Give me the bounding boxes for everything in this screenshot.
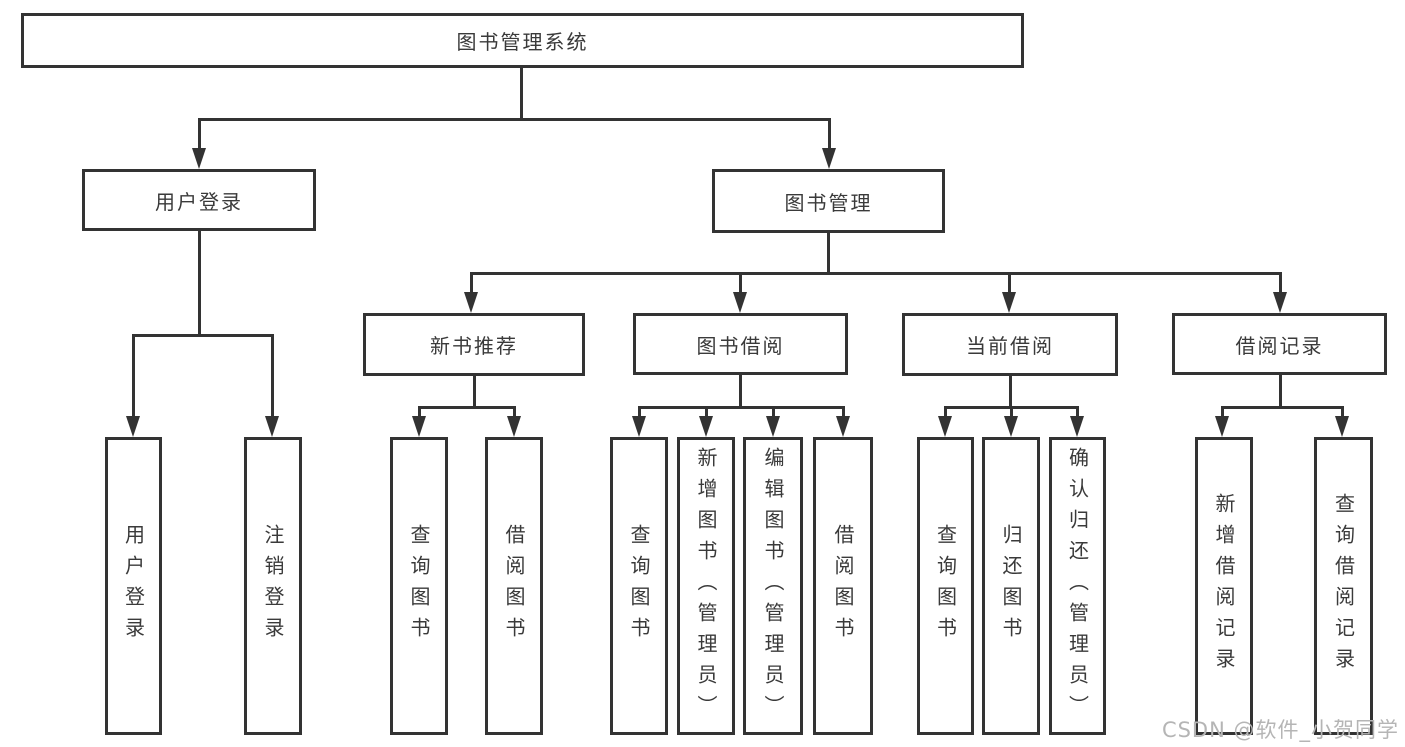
connector-borrowing-bar	[638, 406, 845, 409]
connector-records-shaft-2	[1341, 406, 1344, 420]
arrow-down-icon	[1004, 416, 1018, 437]
arrow-down-icon	[733, 292, 747, 313]
connector-borrowing-shaft-2	[705, 406, 708, 420]
node-new-book-recommend-label: 新书推荐	[430, 334, 518, 358]
node-borrowing-records: 借阅记录	[1172, 313, 1387, 375]
connector-borrowing-shaft-3	[772, 406, 775, 420]
connector-current-shaft-2	[1010, 406, 1013, 420]
leaf-add-borrow-record-label: 新增借阅记录	[1212, 493, 1236, 679]
leaf-edit-book-admin-label: 编辑图书（管理员）	[761, 446, 785, 726]
leaf-query-books-current: 查询图书	[917, 437, 974, 735]
arrow-down-icon	[766, 416, 780, 437]
arrow-down-icon	[699, 416, 713, 437]
connector-newbook-shaft-1	[418, 406, 421, 420]
arrow-down-icon	[1002, 292, 1016, 313]
leaf-borrow-books-recommend-label: 借阅图书	[502, 524, 526, 648]
leaf-confirm-return-admin: 确认归还（管理员）	[1049, 437, 1106, 735]
arrow-down-icon	[412, 416, 426, 437]
connector-newbook-shaft-2	[513, 406, 516, 420]
leaf-logout-label: 注销登录	[261, 524, 285, 648]
leaf-user-login: 用户登录	[105, 437, 162, 735]
connector-current-stem	[1009, 376, 1012, 409]
leaf-return-book: 归还图书	[982, 437, 1040, 735]
connector-newbook-stem	[473, 376, 476, 409]
connector-root-stem	[520, 68, 523, 121]
connector-userlogin-bar	[132, 334, 274, 337]
node-current-borrowing: 当前借阅	[902, 313, 1118, 376]
connector-borrowing-stem	[739, 375, 742, 409]
node-book-borrowing: 图书借阅	[633, 313, 848, 375]
leaf-query-borrow-record: 查询借阅记录	[1314, 437, 1373, 735]
connector-current-shaft-3	[1076, 406, 1079, 420]
leaf-borrow-books-borrowing: 借阅图书	[813, 437, 873, 735]
arrow-down-icon	[632, 416, 646, 437]
node-user-login-label: 用户登录	[155, 189, 243, 214]
connector-bookmgmt-shaft-3	[1008, 272, 1011, 296]
connector-borrowing-shaft-1	[638, 406, 641, 420]
arrow-down-icon	[1215, 416, 1229, 437]
arrow-down-icon	[192, 148, 206, 169]
leaf-borrow-books-recommend: 借阅图书	[485, 437, 543, 735]
connector-userlogin-shaft-1	[132, 334, 135, 419]
leaf-logout: 注销登录	[244, 437, 302, 735]
leaf-add-borrow-record: 新增借阅记录	[1195, 437, 1253, 735]
connector-bookmgmt-stem	[827, 233, 830, 275]
node-borrowing-records-label: 借阅记录	[1235, 333, 1324, 358]
leaf-query-books-recommend-label: 查询图书	[407, 524, 431, 648]
node-new-book-recommend: 新书推荐	[363, 313, 585, 376]
csdn-watermark: CSDN @软件_小贺同学	[1161, 718, 1399, 742]
node-root-label: 图书管理系统	[456, 30, 589, 54]
node-root: 图书管理系统	[21, 13, 1024, 68]
connector-root-bar	[198, 118, 831, 121]
connector-userlogin-stem	[198, 231, 201, 337]
leaf-confirm-return-admin-label: 确认归还（管理员）	[1065, 446, 1090, 726]
arrow-down-icon	[1335, 416, 1349, 437]
arrow-down-icon	[464, 292, 478, 313]
leaf-add-book-admin: 新增图书（管理员）	[677, 437, 735, 735]
leaf-query-books-borrowing-label: 查询图书	[627, 524, 651, 648]
leaf-return-book-label: 归还图书	[999, 524, 1023, 648]
leaf-edit-book-admin: 编辑图书（管理员）	[743, 437, 803, 735]
arrow-down-icon	[126, 416, 140, 437]
connector-bookmgmt-shaft-4	[1279, 272, 1282, 296]
connector-root-left-shaft	[198, 118, 201, 152]
arrow-down-icon	[1070, 416, 1084, 437]
leaf-query-borrow-record-label: 查询借阅记录	[1331, 493, 1356, 679]
arrow-down-icon	[265, 416, 279, 437]
arrow-down-icon	[836, 416, 850, 437]
connector-records-bar	[1221, 406, 1344, 409]
leaf-user-login-label: 用户登录	[121, 524, 146, 648]
node-book-borrowing-label: 图书借阅	[696, 333, 785, 358]
arrow-down-icon	[938, 416, 952, 437]
connector-records-stem	[1279, 375, 1282, 409]
connector-userlogin-shaft-2	[271, 334, 274, 419]
connector-bookmgmt-shaft-2	[739, 272, 742, 296]
leaf-borrow-books-borrowing-label: 借阅图书	[831, 524, 855, 648]
arrow-down-icon	[507, 416, 521, 437]
connector-borrowing-shaft-4	[842, 406, 845, 420]
arrow-down-icon	[1273, 292, 1287, 313]
leaf-query-books-recommend: 查询图书	[390, 437, 448, 735]
node-current-borrowing-label: 当前借阅	[966, 334, 1054, 358]
connector-current-shaft-1	[944, 406, 947, 420]
connector-root-right-shaft	[828, 118, 831, 152]
leaf-query-books-borrowing: 查询图书	[610, 437, 668, 735]
node-book-management: 图书管理	[712, 169, 945, 233]
leaf-query-books-current-label: 查询图书	[933, 524, 958, 648]
connector-records-shaft-1	[1221, 406, 1224, 420]
node-book-management-label: 图书管理	[784, 190, 873, 215]
leaf-add-book-admin-label: 新增图书（管理员）	[694, 446, 718, 726]
connector-bookmgmt-shaft-1	[470, 272, 473, 296]
arrow-down-icon	[822, 148, 836, 169]
connector-bookmgmt-bar	[470, 272, 1282, 275]
connector-newbook-bar	[418, 406, 516, 409]
node-user-login: 用户登录	[82, 169, 316, 231]
